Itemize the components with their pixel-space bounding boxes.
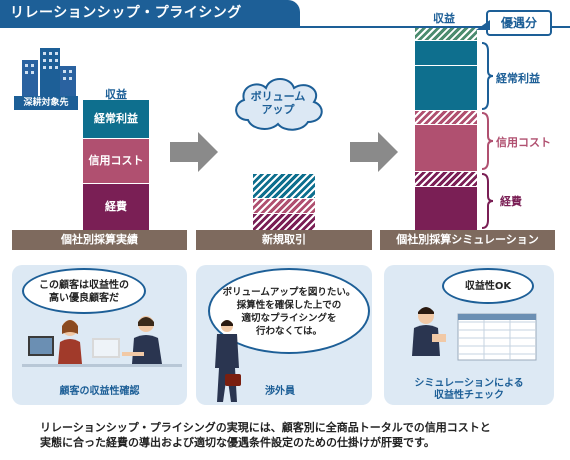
right-segment-credit-cost [415, 125, 477, 171]
preferential-callout: 優遇分 [486, 10, 552, 36]
right-segment-expense-new [415, 172, 477, 186]
brace-expense-icon [481, 173, 494, 229]
right-base-label: 個社別採算シミュレーション [380, 230, 555, 250]
brace-profit-label: 経常利益 [496, 72, 540, 85]
page-title: リレーションシップ・プライシング [0, 0, 300, 26]
caption-sales-rep: 渉外員 [265, 386, 295, 397]
right-segment-profit [415, 41, 477, 65]
title-underline [0, 26, 570, 28]
speech-bubble-customer: この顧客は収益性の 高い優良顧客だ [22, 268, 146, 314]
brace-profit-icon [481, 42, 494, 110]
businessman-icon [215, 320, 241, 402]
footer-description: リレーションシップ・プライシングの実現には、顧客別に全商品トータルでの信用コスト… [40, 421, 491, 449]
brace-credit-icon [481, 112, 494, 170]
left-segment-expense: 経費 [83, 184, 149, 230]
right-segment-credit-new [415, 111, 477, 124]
middle-base-label: 新規取引 [196, 230, 372, 250]
left-segment-profit: 経常利益 [83, 100, 149, 138]
brace-expense-label: 経費 [500, 195, 522, 208]
building-icon [22, 48, 76, 100]
left-stack-revenue-label: 収益 [105, 88, 127, 101]
left-segment-credit-cost: 信用コスト [83, 139, 149, 183]
building-label: 深耕対象先 [14, 96, 78, 110]
left-base-label: 個社別採算実績 [12, 230, 187, 250]
middle-segment-profit [253, 174, 315, 198]
right-segment-preferential [415, 28, 477, 40]
cloud-text: ボリューム アップ [250, 90, 306, 116]
right-segment-expense [415, 187, 477, 230]
analyst-icon [412, 307, 537, 361]
cloud-shape [235, 78, 323, 131]
right-stack-revenue-label: 収益 [433, 12, 455, 25]
arrow-right-icon [170, 132, 218, 172]
middle-segment-expense [253, 214, 315, 230]
middle-segment-credit-cost [253, 199, 315, 213]
right-segment-profit-new [415, 66, 477, 110]
arrow-right-icon [350, 132, 398, 172]
caption-customer-check: 顧客の収益性確認 [59, 386, 140, 397]
office-workers-icon [22, 316, 182, 367]
brace-credit-label: 信用コスト [496, 136, 551, 149]
speech-bubble-simulation: 収益性OK [442, 268, 534, 304]
caption-simulation: シミュレーションによる 収益性チェック [414, 378, 524, 401]
callout-pointer [476, 20, 490, 30]
